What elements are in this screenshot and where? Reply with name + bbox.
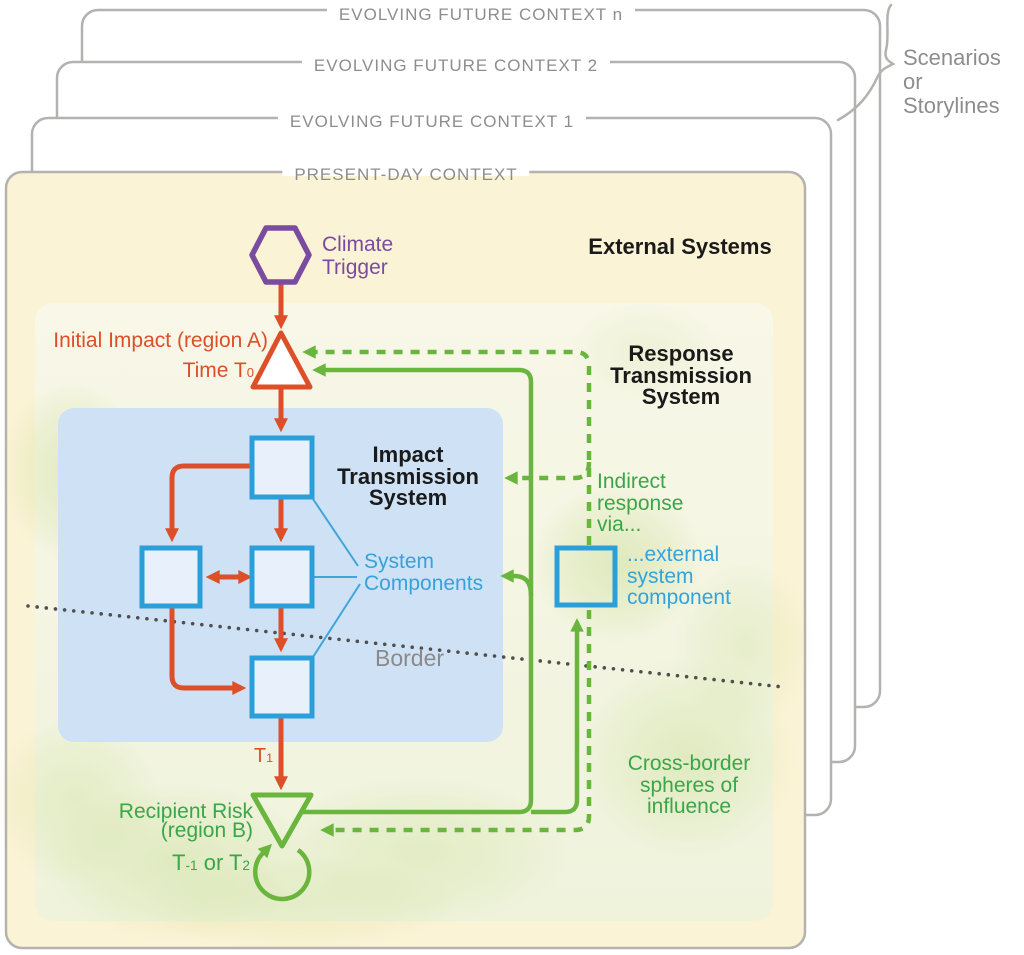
climate-trigger-label: Climate Trigger bbox=[322, 233, 394, 279]
system-component-boxes bbox=[139, 435, 618, 719]
direct-response-arrows bbox=[253, 363, 584, 902]
component-box-middle bbox=[249, 545, 315, 609]
external-component-label: ...external system component bbox=[627, 543, 731, 609]
response-transmission-heading: Response Transmission System bbox=[610, 341, 752, 409]
component-box-top bbox=[249, 435, 315, 500]
recipient-risk-label: Recipient Risk (region B) bbox=[118, 800, 253, 842]
card-title-present-day: PRESENT-DAY CONTEXT bbox=[282, 164, 530, 186]
system-components-label: System Components bbox=[364, 550, 484, 595]
scenarios-brace-icon bbox=[836, 3, 896, 122]
t-loop-label: T-1 or T2 bbox=[172, 850, 250, 875]
external-systems-heading: External Systems bbox=[588, 234, 772, 259]
recipient-feedback-loop-icon bbox=[253, 843, 312, 902]
card-title-context-n: EVOLVING FUTURE CONTEXT n bbox=[326, 4, 636, 26]
component-box-left bbox=[139, 545, 203, 609]
card-title-context-2: EVOLVING FUTURE CONTEXT 2 bbox=[301, 55, 611, 77]
scenarios-storylines-label: Scenarios or Storylines bbox=[903, 45, 1001, 118]
indirect-response-arrows bbox=[302, 345, 592, 837]
initial-impact-label: Initial Impact (region A) bbox=[53, 329, 268, 352]
response-into-impact-arrow bbox=[500, 569, 534, 597]
recipient-risk-triangle-icon bbox=[250, 792, 314, 849]
border-label: Border bbox=[375, 645, 445, 671]
card-title-context-1: EVOLVING FUTURE CONTEXT 1 bbox=[277, 111, 587, 133]
climate-trigger-hexagon-icon bbox=[249, 225, 312, 285]
response-to-external-arrow bbox=[531, 618, 584, 815]
indirect-response-label: Indirect response via... bbox=[597, 470, 684, 536]
impact-arrows bbox=[165, 283, 288, 791]
time-t0-label: Time T0 bbox=[182, 359, 254, 382]
indirect-upper-arrow bbox=[302, 345, 592, 545]
initial-impact-triangle-icon bbox=[250, 330, 313, 390]
cross-border-label: Cross-border spheres of influence bbox=[627, 752, 751, 818]
external-component-box bbox=[554, 545, 618, 608]
impact-transmission-heading: Impact Transmission System bbox=[337, 442, 479, 510]
indirect-into-impact-arrow bbox=[504, 461, 592, 485]
system-component-pointer-lines bbox=[312, 498, 361, 658]
indirect-lower-arrow bbox=[320, 610, 592, 837]
t1-label: T1 bbox=[253, 745, 273, 767]
component-box-bottom bbox=[249, 655, 315, 719]
